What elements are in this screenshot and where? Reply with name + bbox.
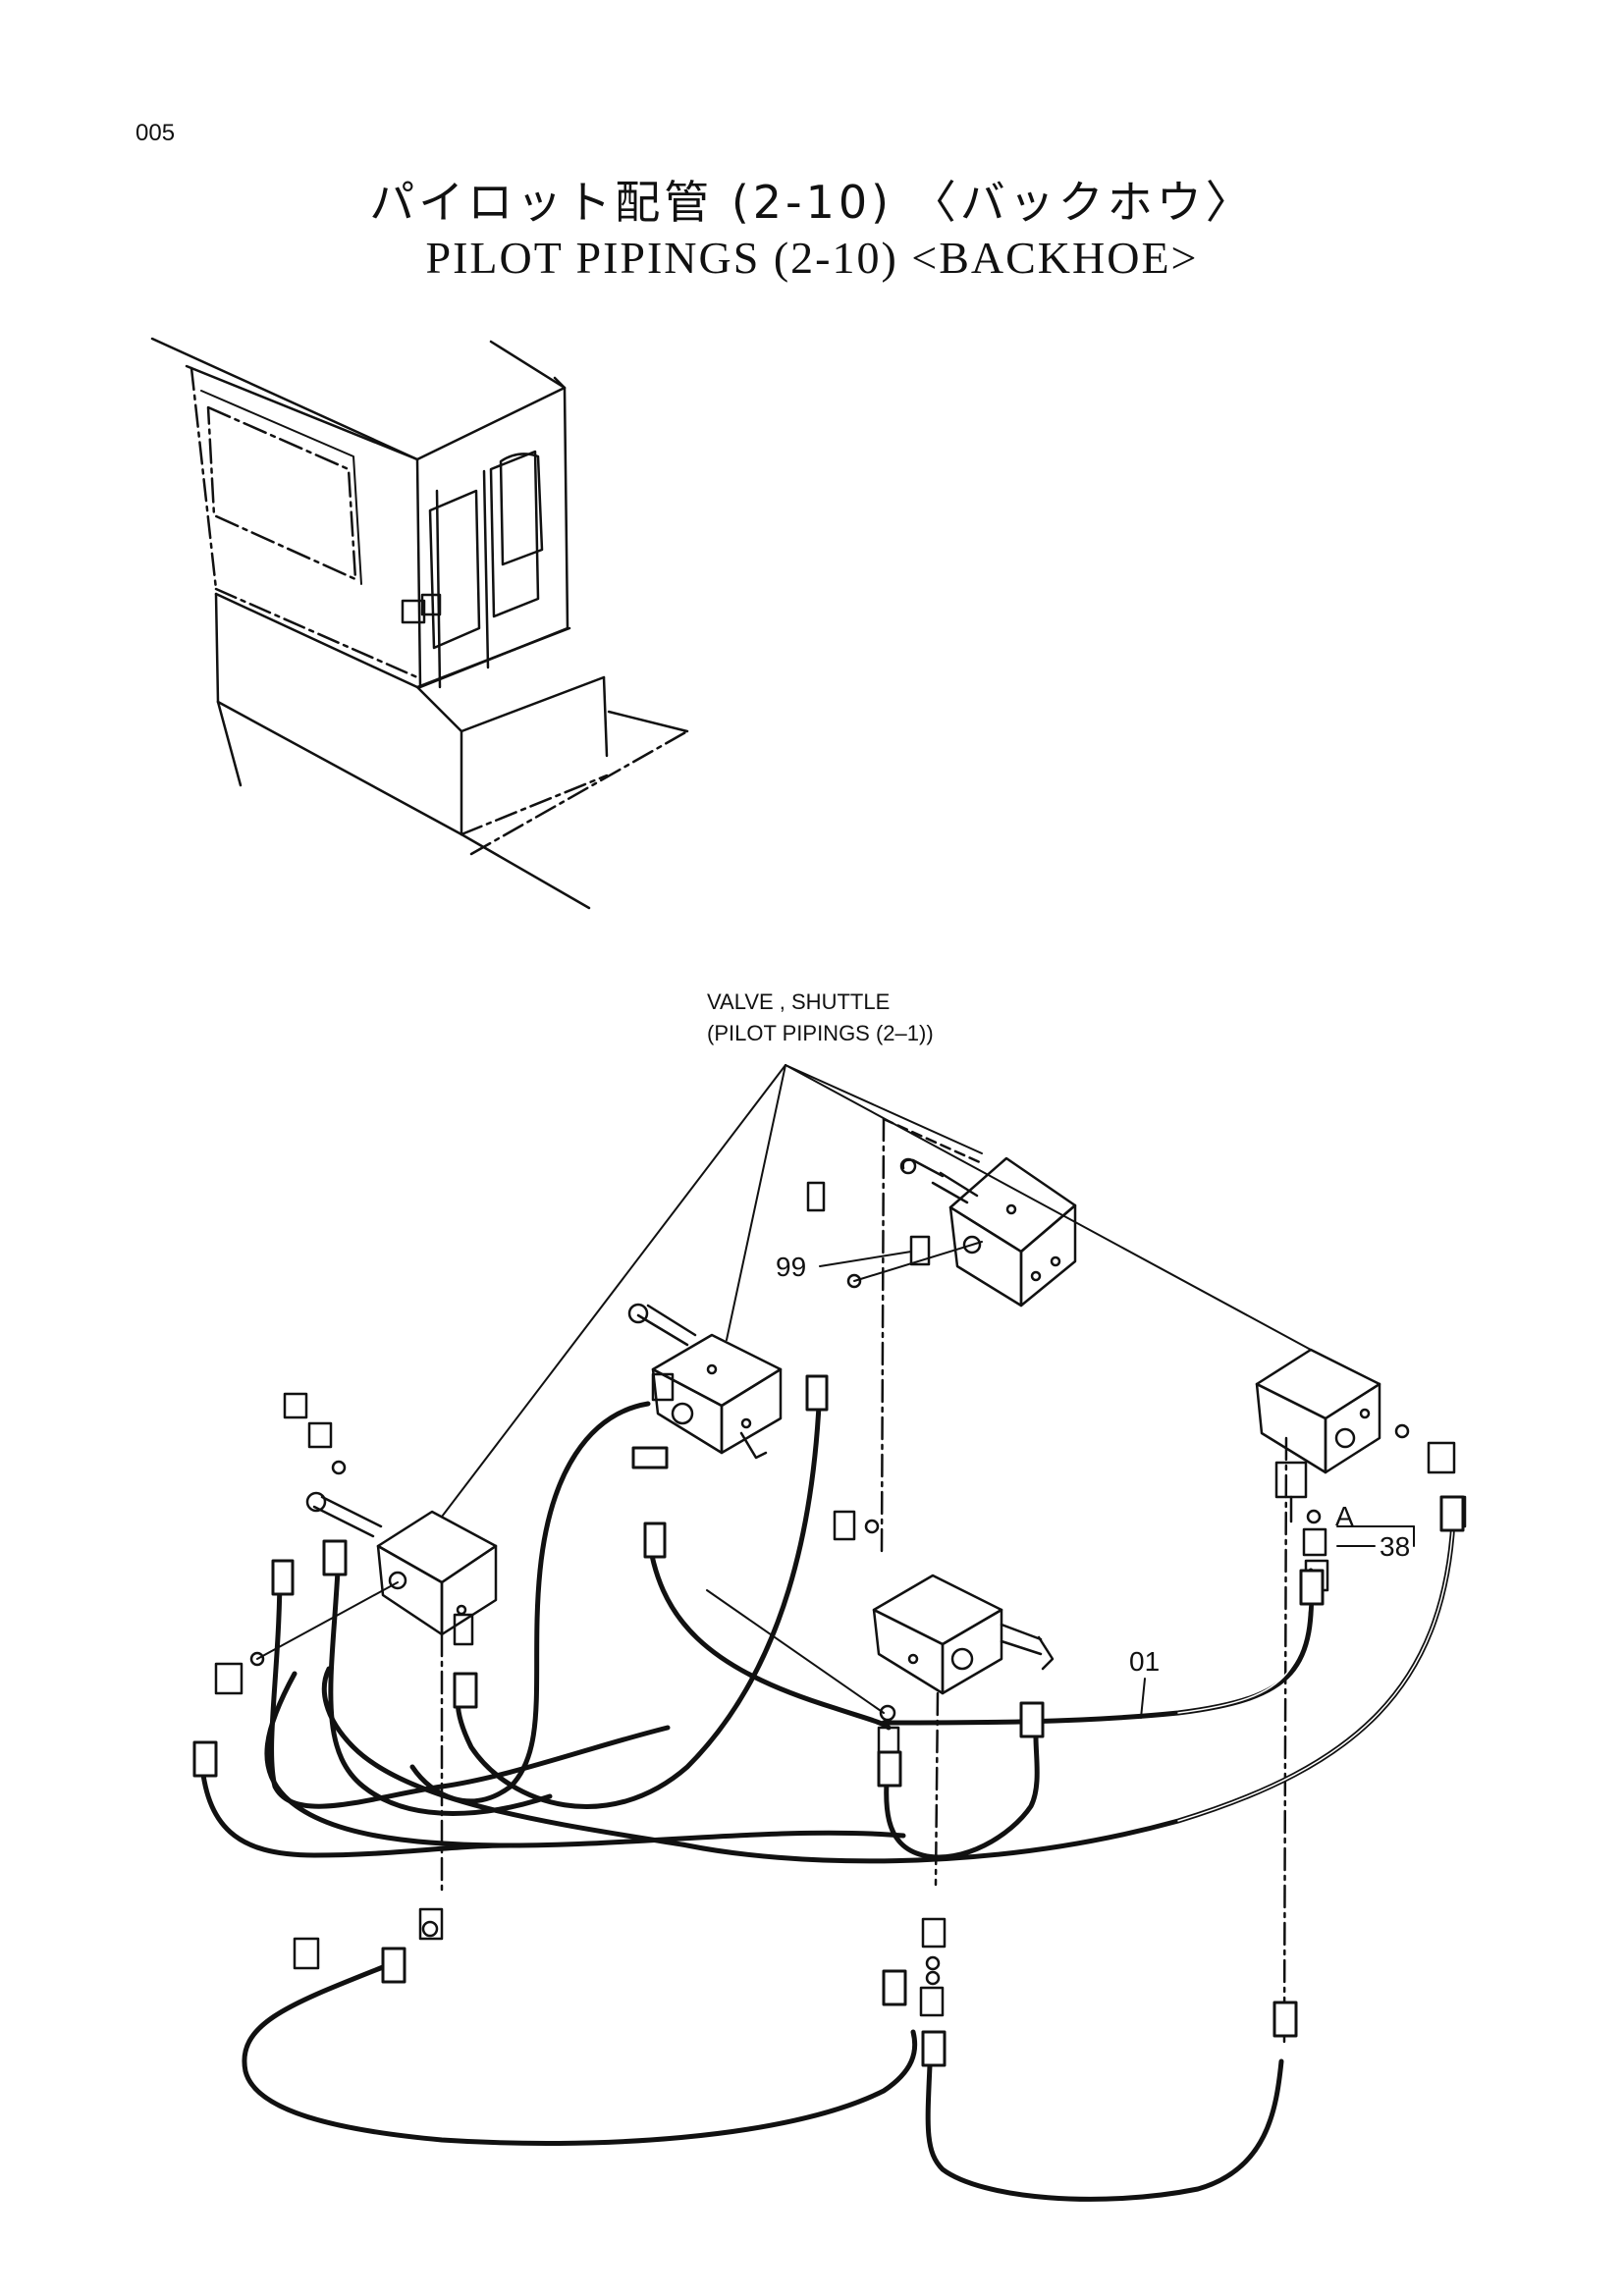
leader-lines [256,1064,1415,1719]
shuttle-valve-block-upper [880,1117,1077,1553]
shuttle-valve-block-left [305,1491,498,1896]
part-callout-01: 01 [1129,1646,1160,1677]
hose-end-fittings [192,1374,1465,2067]
part-callout-99: 99 [776,1252,806,1282]
valve-callout-line1: VALVE , SHUTTLE [707,989,890,1014]
title-japanese: パイロット配管 (2-10) 〈バックホウ〉 [369,176,1255,229]
fittings [214,1181,1467,2017]
valve-callout-line2: (PILOT PIPINGS (2–1)) [707,1021,934,1045]
cab-locator-illustration [150,337,689,910]
shuttle-valve-block-lower [872,1574,1055,1887]
shuttle-valve-block-middle [627,1303,783,1460]
view-callout-a: A [1335,1501,1354,1531]
title-english: PILOT PIPINGS (2-10) <BACKHOE> [425,233,1199,283]
page-number: 005 [135,120,176,146]
part-callout-38: 38 [1380,1531,1410,1562]
hoses [198,1381,1456,2202]
shuttle-valve-block-right [1255,1348,1381,2044]
